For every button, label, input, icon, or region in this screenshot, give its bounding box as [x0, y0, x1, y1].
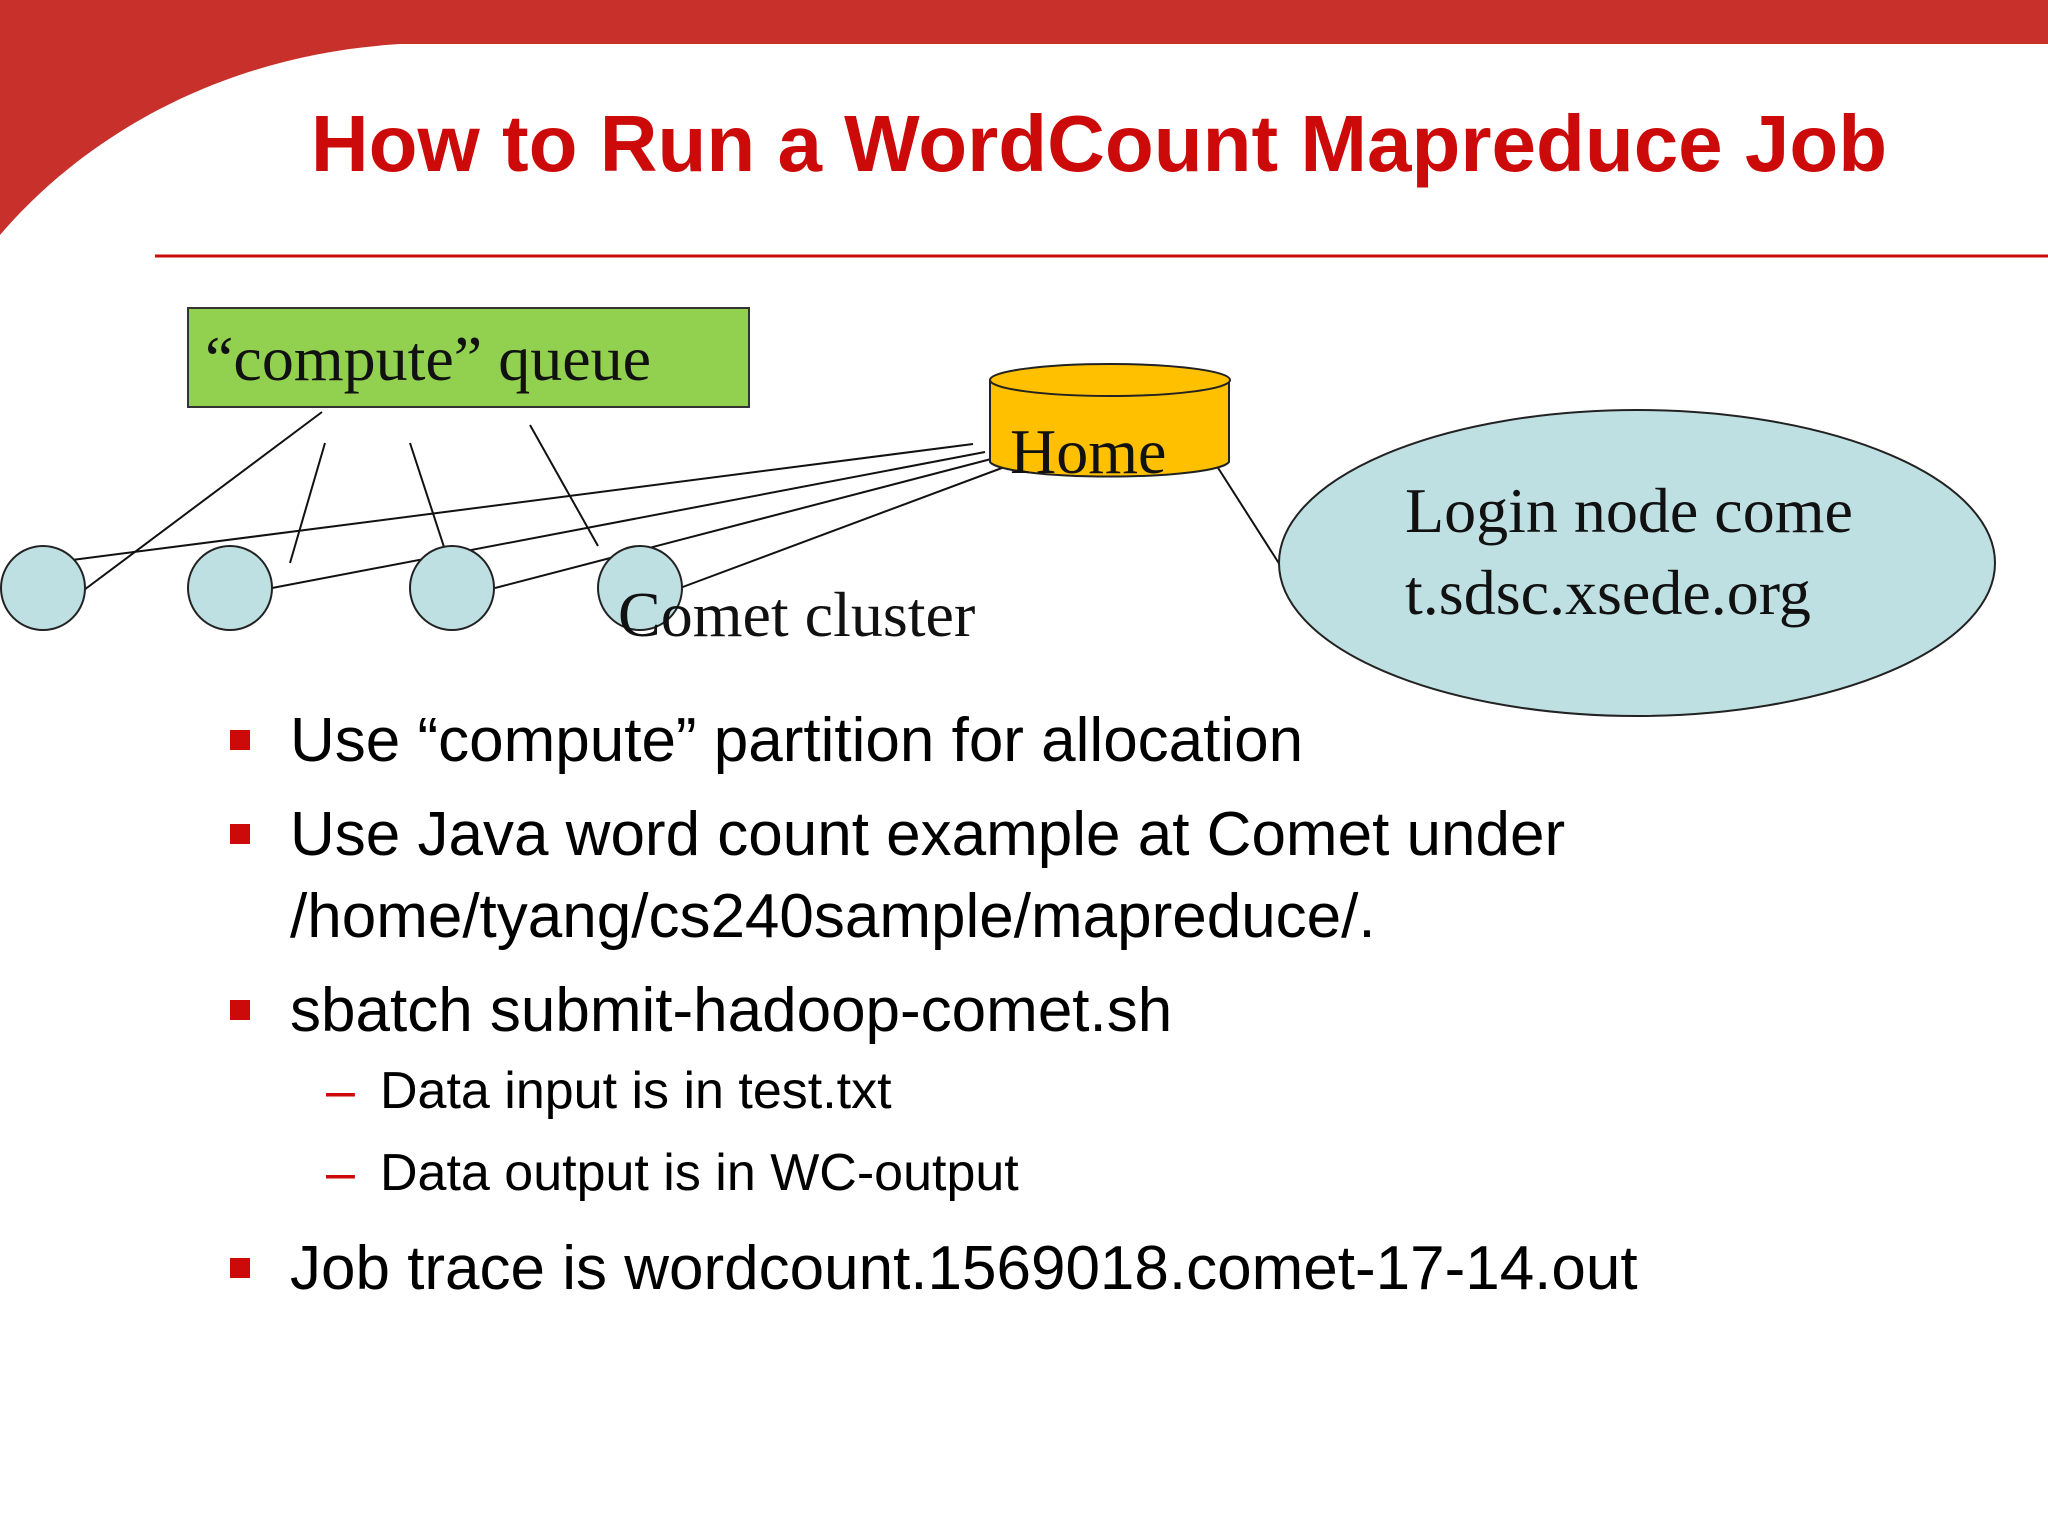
- bullet-item: Job trace is wordcount.1569018.comet-17-…: [230, 1228, 2010, 1310]
- bullet-text: Job trace is wordcount.1569018.comet-17-…: [290, 1234, 1638, 1303]
- bullet-list: Use “compute” partition for allocation U…: [230, 700, 2010, 1322]
- bullet-marker: [230, 824, 250, 844]
- login-node-label: Login node comet.sdsc.xsede.org: [1405, 475, 1853, 628]
- login-node-ellipse: [1278, 409, 1996, 717]
- queue-link-3: [409, 442, 446, 551]
- bullet-text: Use “compute” partition for allocation: [290, 706, 1304, 775]
- bullet-item: Use “compute” partition for allocation: [230, 700, 2010, 782]
- queue-link-4: [529, 424, 599, 547]
- compute-node-4: [597, 545, 683, 631]
- top-red-band: [0, 0, 2048, 235]
- sub-bullet-item: – Data input is in test.txt: [230, 1056, 2010, 1126]
- sub-bullet-dash: –: [326, 1144, 355, 1202]
- bullet-marker: [230, 1000, 250, 1020]
- home-label: Home: [1010, 416, 1167, 487]
- home-link-4: [679, 461, 1019, 589]
- bullet-marker: [230, 730, 250, 750]
- compute-node-1: [0, 545, 86, 631]
- comet-cluster-label: Comet cluster: [618, 579, 976, 650]
- login-link: [1212, 459, 1281, 566]
- compute-queue-box: [187, 307, 750, 408]
- compute-node-2: [187, 545, 273, 631]
- bullet-text: sbatch submit-hadoop-comet.sh: [290, 976, 1173, 1045]
- sub-bullet-text: Data input is in test.txt: [380, 1062, 892, 1120]
- slide-title: How to Run a WordCount Mapreduce Job: [310, 99, 1888, 188]
- bullet-item: Use Java word count example at Comet und…: [230, 794, 2010, 958]
- bullet-marker: [230, 1258, 250, 1278]
- queue-link-1: [83, 411, 323, 591]
- compute-node-3: [409, 545, 495, 631]
- home-link-2: [271, 451, 986, 589]
- home-link-1: [71, 443, 974, 561]
- bullet-item: sbatch submit-hadoop-comet.sh: [230, 970, 2010, 1052]
- sub-bullet-text: Data output is in WC-output: [380, 1144, 1019, 1202]
- connection-lines: [71, 411, 1281, 591]
- compute-queue-label: “compute” queue: [205, 323, 651, 394]
- queue-link-2: [289, 442, 326, 564]
- home-storage-cylinder: [989, 363, 1231, 478]
- bullet-text: Use Java word count example at Comet und…: [290, 800, 1566, 951]
- sub-bullet-item: – Data output is in WC-output: [230, 1138, 2010, 1208]
- home-link-3: [494, 457, 996, 589]
- sub-bullet-dash: –: [326, 1062, 355, 1120]
